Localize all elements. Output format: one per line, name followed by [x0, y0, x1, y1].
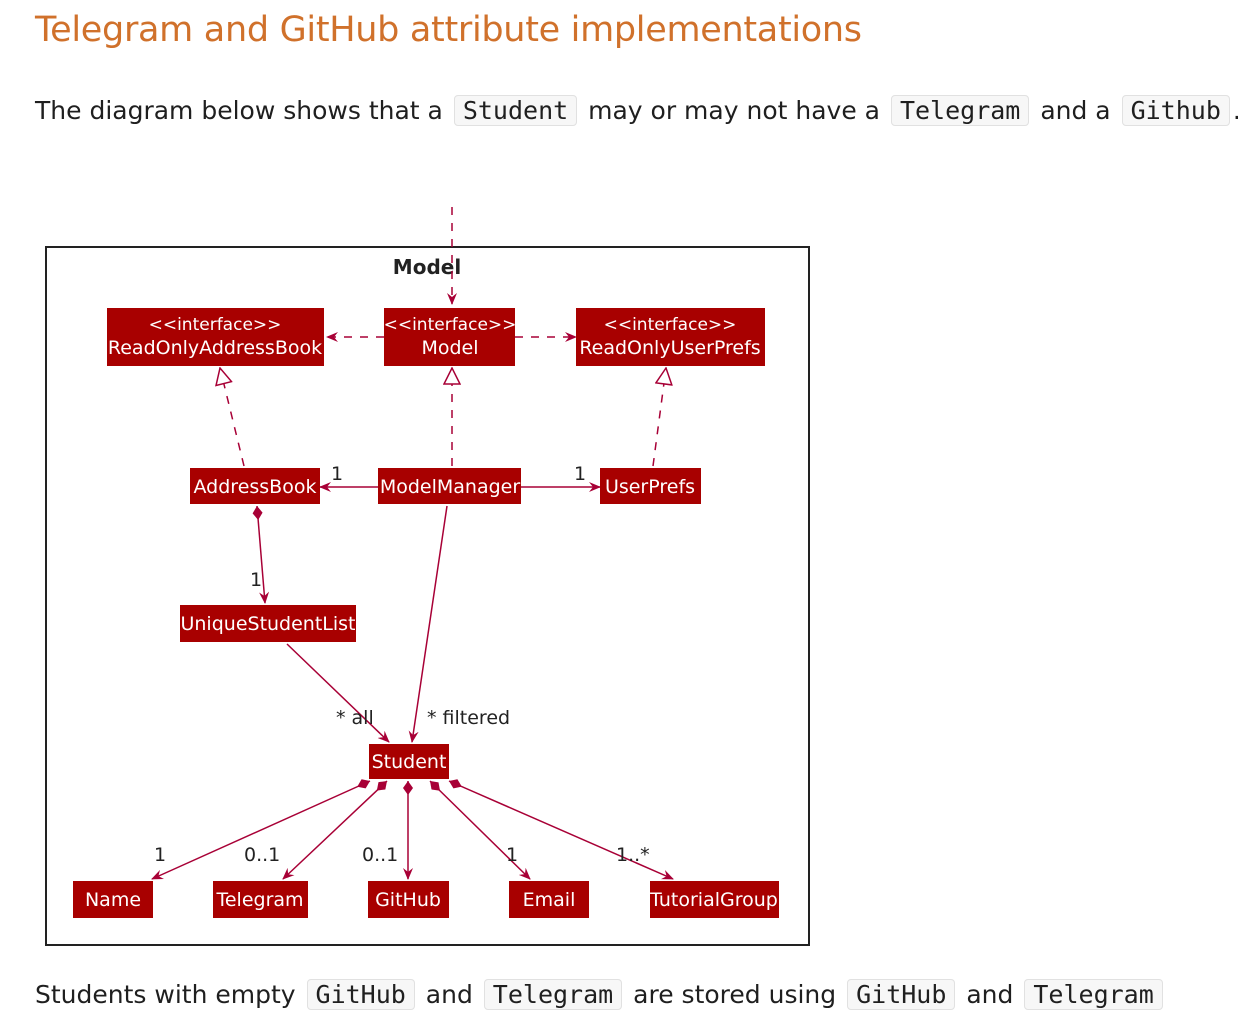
class-name-attr: Name	[73, 881, 153, 918]
mult-name: 1	[154, 844, 166, 866]
uniquestudentlist-to-student-edge	[286, 643, 390, 743]
class-github: GitHub	[368, 881, 449, 918]
class-name: UserPrefs	[605, 476, 695, 498]
class-name: Name	[85, 889, 141, 911]
class-name: Model	[421, 337, 478, 359]
class-addressbook: AddressBook	[190, 468, 320, 504]
class-userprefs: UserPrefs	[600, 468, 701, 504]
outro-paragraph: Students with empty GitHub and Telegram …	[35, 976, 1166, 1014]
class-name: TutorialGroup	[649, 889, 778, 911]
telegram-code-3: Telegram	[1024, 979, 1163, 1010]
intro-text-4: .	[1233, 96, 1238, 125]
model-package-frame	[45, 246, 810, 946]
class-name: ReadOnlyAddressBook	[108, 337, 322, 359]
student-to-telegram-edge	[282, 780, 388, 880]
intro-text-3: and a	[1040, 96, 1111, 125]
mult-filtered: * filtered	[427, 707, 510, 729]
class-uniquestudentlist: UniqueStudentList	[180, 605, 356, 642]
intro-text-2: may or may not have a	[588, 96, 880, 125]
class-student: Student	[369, 744, 449, 779]
modelmanager-to-student-edge	[408, 505, 448, 743]
student-to-tutorialgroup-edge	[448, 779, 674, 880]
stereotype-label: <<interface>>	[149, 315, 282, 335]
github-code-2: GitHub	[306, 979, 415, 1010]
class-name: GitHub	[375, 889, 441, 911]
mult-uniquestudentlist: 1	[250, 569, 262, 591]
github-code-3: GitHub	[847, 979, 956, 1010]
addressbook-to-uniquestudentlist-edge	[252, 505, 270, 604]
section-heading: Telegram and GitHub attribute implementa…	[35, 10, 862, 50]
class-name: ReadOnlyUserPrefs	[579, 337, 760, 359]
mult-github: 0..1	[362, 844, 398, 866]
class-readonlyaddressbook: <<interface>> ReadOnlyAddressBook	[107, 308, 324, 366]
class-name: Telegram	[215, 889, 303, 911]
intro-text-1: The diagram below shows that a	[35, 96, 443, 125]
class-name: ModelManager	[380, 476, 521, 498]
outro-text-1: Students with empty	[35, 980, 296, 1009]
class-tutorialgroup: TutorialGroup	[649, 881, 779, 918]
mult-userprefs: 1	[574, 463, 586, 485]
mult-addressbook: 1	[331, 463, 343, 485]
class-name: Student	[372, 751, 447, 773]
outro-text-2: and	[425, 980, 473, 1009]
mult-email: 1	[506, 844, 518, 866]
addressbook-realizes-edge	[220, 368, 245, 467]
class-modelmanager: ModelManager	[378, 468, 521, 504]
mult-telegram: 0..1	[244, 844, 280, 866]
class-telegram: Telegram	[213, 881, 308, 918]
class-name: Email	[523, 889, 576, 911]
class-email: Email	[509, 881, 589, 918]
outro-text-3: are stored using	[633, 980, 837, 1009]
mult-all: * all	[336, 707, 374, 729]
userprefs-realizes-edge	[652, 368, 666, 467]
stereotype-label: <<interface>>	[604, 315, 737, 335]
package-label: Model	[393, 255, 461, 279]
student-code: Student	[453, 95, 578, 126]
class-name: AddressBook	[194, 476, 317, 498]
github-code: Github	[1121, 95, 1230, 126]
telegram-code-2: Telegram	[483, 979, 623, 1010]
mult-tutorialgroup: 1..*	[616, 844, 650, 866]
class-model: <<interface>> Model	[384, 308, 517, 366]
class-readonlyuserprefs: <<interface>> ReadOnlyUserPrefs	[576, 308, 765, 366]
intro-paragraph: The diagram below shows that a Student m…	[35, 92, 1238, 130]
stereotype-label: <<interface>>	[384, 315, 517, 335]
outro-text-4: and	[966, 980, 1014, 1009]
class-name: UniqueStudentList	[180, 613, 355, 635]
telegram-code: Telegram	[890, 95, 1030, 126]
